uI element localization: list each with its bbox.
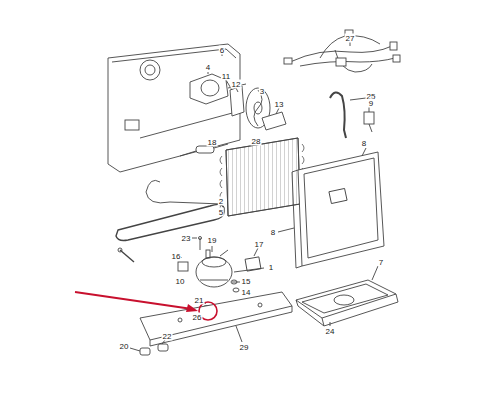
callout-number: 21 xyxy=(194,296,205,305)
callout-number: 8 xyxy=(270,228,276,237)
callout-number: 28 xyxy=(251,137,262,146)
callout-number: 17 xyxy=(254,240,265,249)
callout-number: 27 xyxy=(345,34,356,43)
callout-number: 18 xyxy=(207,138,218,147)
callout-number: 23 xyxy=(181,234,192,243)
callout-number: 3 xyxy=(259,87,265,96)
callout-number: 26 xyxy=(192,313,203,322)
callout-number: 22 xyxy=(162,332,173,341)
callout-number: 29 xyxy=(239,343,250,352)
callout-number: 13 xyxy=(274,100,285,109)
callout-number: 24 xyxy=(325,327,336,336)
callout-number: 2 xyxy=(218,197,224,206)
callout-number: 19 xyxy=(207,236,218,245)
callout-number: 7 xyxy=(378,258,384,267)
callout-number: 10 xyxy=(175,277,186,286)
callout-number: 16 xyxy=(171,252,182,261)
callout-number: 14 xyxy=(241,288,252,297)
callout-number: 8 xyxy=(361,139,367,148)
callout-number: 1 xyxy=(268,263,274,272)
callout-number: 9 xyxy=(368,99,374,108)
callout-number: 5 xyxy=(218,208,224,217)
callout-number: 15 xyxy=(241,277,252,286)
callout-number: 12 xyxy=(231,80,242,89)
callout-number: 4 xyxy=(205,63,211,72)
callout-number: 20 xyxy=(119,342,130,351)
callout-number: 6 xyxy=(219,46,225,55)
